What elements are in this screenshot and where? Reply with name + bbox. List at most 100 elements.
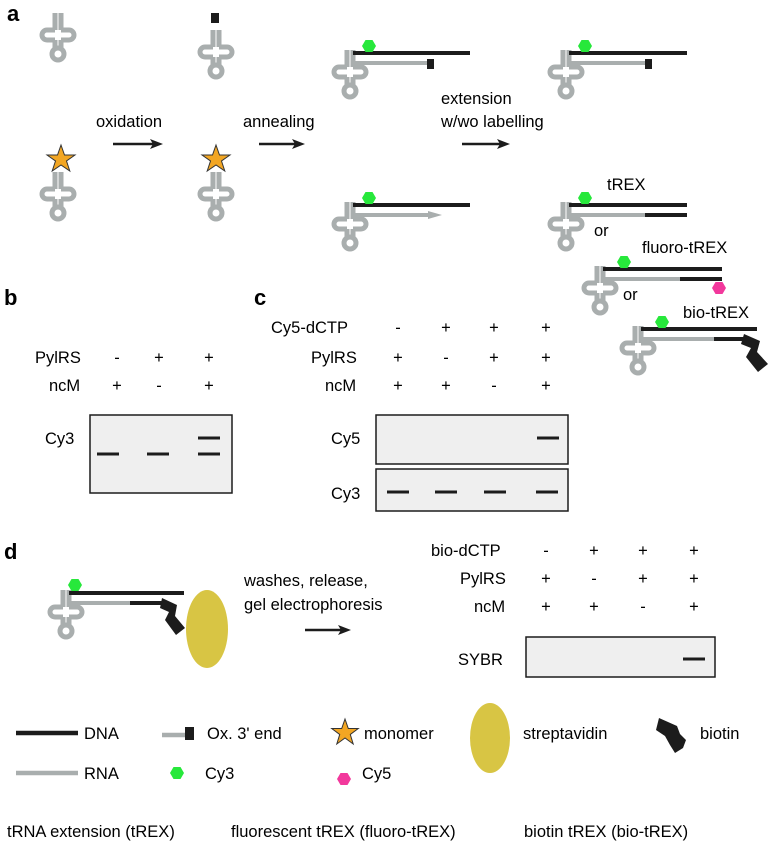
legend-cy3-label: Cy3	[205, 765, 234, 783]
step-extension: extension	[441, 90, 512, 108]
sign: +	[541, 598, 551, 616]
bio-dctp-label: bio-dCTP	[431, 542, 501, 560]
ox-end-icon	[427, 59, 434, 69]
hexagon-icon	[337, 773, 351, 785]
trna-oxidized	[200, 13, 232, 77]
trna-icon	[200, 30, 232, 77]
sign-grid-d: - + + + + - + + + + - +	[541, 542, 699, 616]
gel-sybr	[525, 636, 716, 678]
star-icon	[45, 143, 77, 173]
sign: -	[640, 598, 646, 616]
sign: +	[689, 570, 699, 588]
legend-cy5-label: Cy5	[362, 765, 391, 783]
sign: +	[638, 570, 648, 588]
sign: +	[393, 349, 403, 367]
sign: +	[541, 377, 551, 395]
pulldown-construct	[50, 579, 228, 668]
trna-icon	[584, 266, 616, 313]
trna-monomer	[42, 143, 77, 219]
pylrs-label: PylRS	[35, 349, 81, 367]
gel-label-cy5: Cy5	[331, 430, 360, 448]
sign: +	[204, 377, 214, 395]
step-annealing: annealing	[243, 113, 315, 131]
footer-trex: tRNA extension (tREX)	[7, 823, 175, 841]
product-fluoro-trex	[584, 256, 726, 313]
biotin-icon	[656, 718, 686, 753]
hexagon-icon	[578, 40, 592, 52]
label-bio-trex: bio-tREX	[683, 304, 749, 322]
step-gel: gel electrophoresis	[244, 596, 383, 614]
label-or-2: or	[623, 286, 638, 304]
panel-b-letter: b	[4, 285, 17, 310]
sign: +	[541, 319, 551, 337]
legend-rna-label: RNA	[84, 765, 119, 783]
sign: -	[114, 349, 120, 367]
legend-dna-label: DNA	[84, 725, 119, 743]
sign: -	[395, 319, 401, 337]
sign: -	[543, 542, 549, 560]
sign: +	[589, 542, 599, 560]
trna-monomer-oxidized	[200, 143, 232, 219]
sign: -	[156, 377, 162, 395]
panel-a-letter: a	[7, 1, 20, 26]
sign: +	[441, 377, 451, 395]
trna-icon	[622, 326, 654, 373]
sign: +	[541, 349, 551, 367]
sign: -	[443, 349, 449, 367]
trna-icon	[200, 172, 232, 219]
label-trex: tREX	[607, 176, 646, 194]
star-icon	[330, 717, 360, 746]
star-icon	[200, 143, 232, 173]
product-bio-trex	[622, 316, 768, 373]
product-trex	[550, 192, 687, 249]
annealed-monomer-construct	[334, 192, 470, 249]
sign: +	[638, 542, 648, 560]
sign: +	[489, 349, 499, 367]
pylrs-label: PylRS	[460, 570, 506, 588]
hexagon-icon	[68, 579, 82, 591]
legend: DNA Ox. 3' end monomer streptavidin biot…	[16, 703, 739, 785]
ox-end-icon	[185, 727, 194, 740]
ncm-label: ncM	[474, 598, 505, 616]
step-labelling: w/wo labelling	[440, 113, 544, 131]
trna-icon	[334, 50, 366, 97]
legend-streptavidin-label: streptavidin	[523, 725, 607, 743]
ncm-label: ncM	[49, 377, 80, 395]
arrow-icon	[305, 625, 351, 635]
legend-biotin-label: biotin	[700, 725, 739, 743]
ox-end-icon	[211, 13, 219, 23]
hexagon-icon	[712, 282, 726, 294]
biotin-icon	[741, 334, 768, 372]
gel-cy3	[375, 468, 569, 512]
gel-label-cy3: Cy3	[331, 485, 360, 503]
arrow-icon	[113, 139, 163, 149]
hexagon-icon	[578, 192, 592, 204]
hexagon-icon	[170, 767, 184, 779]
panel-c-letter: c	[254, 285, 266, 310]
ncm-label: ncM	[325, 377, 356, 395]
ellipse-icon	[186, 590, 228, 668]
sign: +	[689, 542, 699, 560]
trna-icon	[42, 13, 74, 60]
biotin-icon	[160, 598, 185, 635]
ellipse-icon	[470, 703, 510, 773]
sign: +	[441, 319, 451, 337]
trna-icon	[550, 202, 582, 249]
legend-monomer-label: monomer	[364, 725, 434, 743]
gel-label-cy3: Cy3	[45, 430, 74, 448]
hexagon-icon	[617, 256, 631, 268]
arrow-icon	[259, 139, 305, 149]
trna-icon	[50, 590, 82, 637]
step-oxidation: oxidation	[96, 113, 162, 131]
hexagon-icon	[362, 40, 376, 52]
gel-cy5	[375, 414, 569, 465]
panel-d-letter: d	[4, 539, 17, 564]
sign: +	[204, 349, 214, 367]
footer-fluoro-trex: fluorescent tREX (fluoro-tREX)	[231, 823, 456, 841]
annealed-construct	[334, 40, 470, 97]
sign: +	[589, 598, 599, 616]
sign: +	[541, 570, 551, 588]
trna-icon	[334, 202, 366, 249]
legend-ox-label: Ox. 3' end	[207, 725, 282, 743]
step-washes: washes, release,	[243, 572, 368, 590]
